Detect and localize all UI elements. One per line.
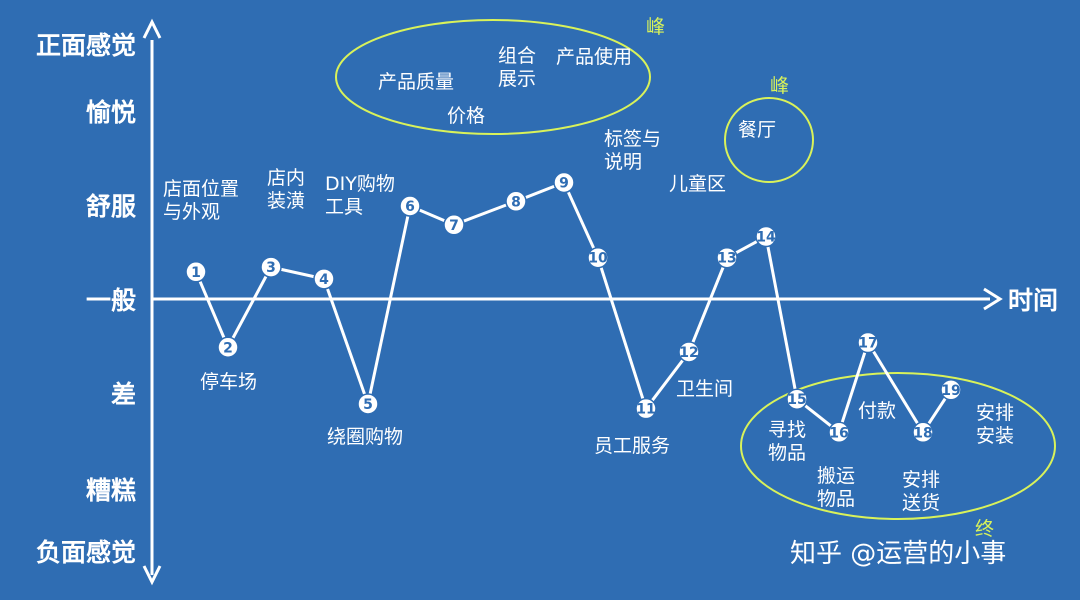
touchpoint-label: 组合 bbox=[498, 45, 536, 67]
touchpoint-label: 安排 bbox=[902, 469, 940, 491]
x-axis-label: 时间 bbox=[1008, 286, 1058, 315]
touchpoint-marker bbox=[587, 246, 609, 269]
touchpoint-label: 物品 bbox=[817, 488, 855, 510]
y-tick-label: 愉悦 bbox=[86, 98, 136, 127]
touchpoint-marker bbox=[786, 388, 808, 410]
touchpoint-label: 店内 bbox=[267, 167, 305, 189]
touchpoint-label: 安装 bbox=[976, 425, 1014, 447]
touchpoint-number: 11 bbox=[636, 402, 655, 418]
touchpoint-label: 停车场 bbox=[200, 371, 257, 393]
touchpoint-number: 19 bbox=[941, 383, 960, 399]
touchpoint-label: 绕圈购物 bbox=[327, 426, 403, 448]
highlight-label: 终 bbox=[975, 518, 994, 540]
touchpoint-label: 员工服务 bbox=[594, 435, 670, 457]
touchpoint-label: 产品质量 bbox=[378, 71, 454, 93]
watermark-text: 知乎 @运营的小事 bbox=[790, 539, 1006, 569]
touchpoint-number: 10 bbox=[588, 251, 608, 267]
touchpoint-label: 付款 bbox=[858, 400, 896, 422]
touchpoint-marker bbox=[940, 379, 962, 401]
y-axis-arrow-down-icon bbox=[142, 565, 162, 586]
touchpoint-number: 3 bbox=[266, 260, 276, 276]
touchpoint-marker bbox=[828, 421, 850, 444]
touchpoint-number: 4 bbox=[319, 272, 329, 288]
touchpoint-marker bbox=[553, 171, 575, 194]
highlight-label: 峰 bbox=[770, 75, 789, 97]
y-tick-label: 一般 bbox=[86, 286, 136, 315]
touchpoint-number: 5 bbox=[363, 397, 373, 413]
touchpoint-label: 展示 bbox=[498, 68, 536, 90]
touchpoint-marker bbox=[357, 393, 379, 415]
highlight-ellipse bbox=[740, 372, 1056, 520]
y-axis-arrow-up-icon bbox=[142, 18, 162, 39]
touchpoint-label: 餐厅 bbox=[738, 119, 776, 141]
touchpoint-label: 卫生间 bbox=[676, 378, 733, 400]
touchpoint-label: 寻找 bbox=[768, 419, 806, 441]
touchpoint-marker bbox=[443, 214, 465, 236]
y-tick-label: 正面感觉 bbox=[36, 31, 136, 60]
touchpoint-marker bbox=[505, 190, 527, 213]
touchpoint-label: 装潢 bbox=[267, 190, 305, 212]
touchpoint-label: 店面位置 bbox=[163, 178, 239, 200]
touchpoint-number: 15 bbox=[787, 392, 806, 408]
touchpoint-marker bbox=[217, 336, 239, 358]
journey-line bbox=[194, 181, 953, 434]
touchpoint-label: 安排 bbox=[976, 402, 1014, 424]
y-tick-label: 负面感觉 bbox=[36, 538, 136, 567]
touchpoint-label: 搬运 bbox=[817, 465, 855, 487]
touchpoint-marker bbox=[716, 246, 738, 269]
touchpoint-number: 8 bbox=[511, 194, 521, 210]
touchpoint-number: 17 bbox=[858, 336, 877, 352]
touchpoint-number: 1 bbox=[191, 265, 201, 281]
touchpoint-number: 7 bbox=[449, 218, 459, 234]
touchpoint-label: 与外观 bbox=[163, 201, 220, 223]
touchpoint-number: 14 bbox=[756, 230, 776, 246]
touchpoint-label: 标签与 bbox=[604, 128, 661, 150]
touchpoint-marker bbox=[755, 225, 777, 248]
touchpoint-marker bbox=[912, 421, 934, 444]
touchpoint-label: 工具 bbox=[325, 196, 363, 218]
x-axis-arrow-icon bbox=[983, 287, 1003, 311]
touchpoint-label: 儿童区 bbox=[669, 173, 726, 195]
highlight-label: 峰 bbox=[646, 16, 665, 38]
touchpoint-marker bbox=[399, 195, 421, 217]
y-tick-label: 差 bbox=[111, 380, 136, 409]
highlight-ellipse bbox=[724, 97, 814, 183]
touchpoint-number: 2 bbox=[223, 340, 233, 356]
touchpoint-marker bbox=[678, 341, 700, 363]
touchpoint-marker bbox=[857, 331, 879, 354]
touchpoint-marker bbox=[635, 397, 657, 420]
touchpoint-number: 13 bbox=[717, 251, 736, 267]
touchpoint-marker bbox=[185, 261, 207, 283]
y-tick-label: 糟糕 bbox=[86, 476, 136, 505]
touchpoint-number: 6 bbox=[405, 199, 415, 215]
touchpoint-label: DIY购物 bbox=[325, 173, 395, 195]
y-tick-label: 舒服 bbox=[86, 192, 137, 221]
touchpoint-number: 12 bbox=[679, 345, 698, 361]
touchpoint-label: 物品 bbox=[768, 442, 806, 464]
touchpoint-marker bbox=[260, 256, 282, 278]
touchpoint-label: 价格 bbox=[447, 105, 485, 127]
touchpoint-number: 16 bbox=[829, 425, 848, 441]
touchpoint-number: 18 bbox=[913, 425, 932, 441]
touchpoint-marker bbox=[313, 268, 335, 290]
touchpoint-label: 送货 bbox=[902, 492, 940, 514]
highlight-ellipse bbox=[335, 19, 651, 135]
touchpoint-label: 产品使用 bbox=[556, 46, 632, 68]
touchpoint-number: 9 bbox=[559, 176, 569, 192]
touchpoint-label: 说明 bbox=[604, 151, 642, 173]
